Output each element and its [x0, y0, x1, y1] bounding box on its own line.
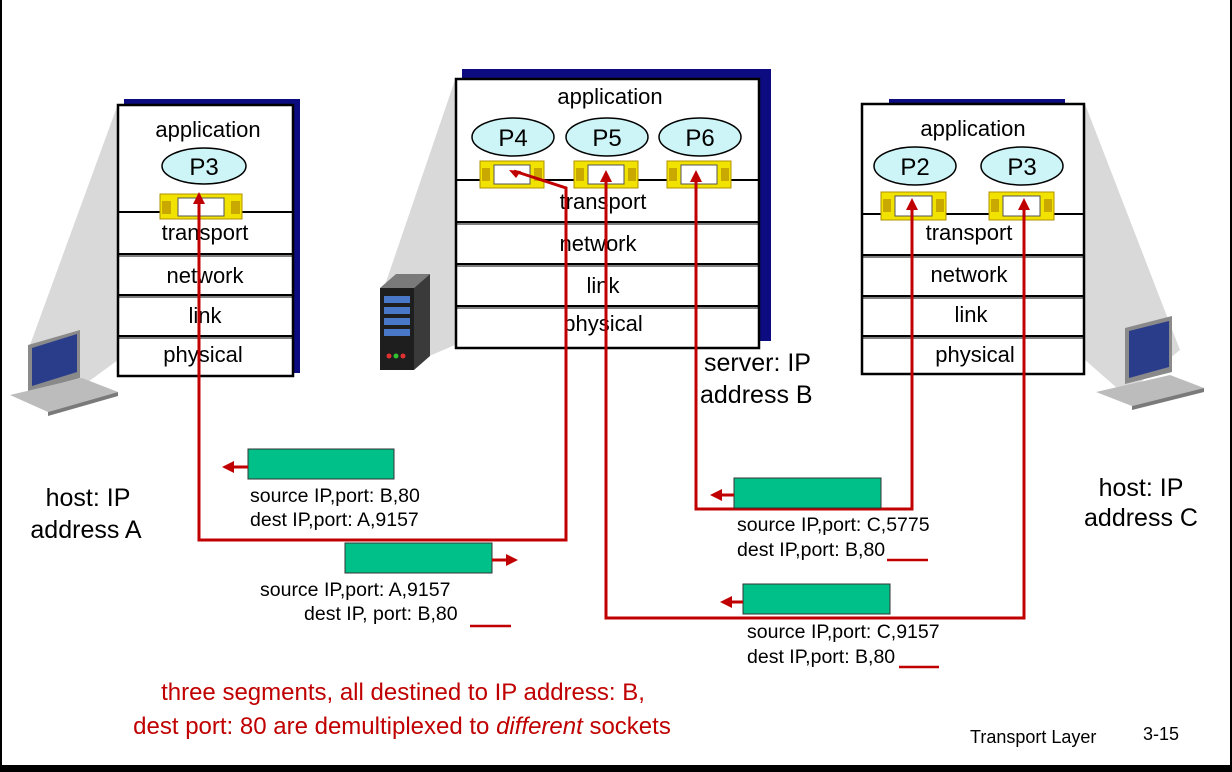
host-a-label-line2: address A: [30, 516, 142, 544]
server-process-p6: [658, 117, 742, 157]
path-c-server-p6: [694, 176, 914, 511]
host-c-process-p3: [980, 146, 1064, 186]
segment-2-packet: [344, 542, 493, 574]
segment-1-dest: dest IP,port: A,9157: [250, 509, 419, 531]
server-label-line1: server: IP: [704, 349, 811, 377]
host-a-process-p3: [161, 147, 247, 185]
segment-3-packet: [733, 477, 882, 509]
host-a: application P3 transport network link ph…: [10, 99, 300, 416]
footer-title: Transport Layer: [970, 727, 1096, 747]
host-c-label-line2: address C: [1084, 504, 1198, 532]
footer-page-number: 3-15: [1143, 724, 1179, 744]
segment-4: source IP,port: C,9157 dest IP,port: B,8…: [720, 583, 940, 669]
server-transport-label: transport: [560, 189, 647, 214]
host-c-application-label: application: [920, 116, 1025, 141]
segment-1-source: source IP,port: B,80: [250, 485, 420, 507]
server-process-p4-label: P4: [498, 125, 527, 152]
host-c-transport-label: transport: [926, 220, 1013, 245]
path-arrowheads: [193, 170, 1030, 210]
laptop-icon: [10, 330, 118, 416]
host-c-process-p2-label: P2: [900, 154, 929, 181]
host-a-process-label: P3: [189, 154, 218, 181]
path-c-server-p5: [604, 176, 1026, 620]
caption-line2-emphasis: different: [496, 713, 584, 740]
server-process-p5: [565, 117, 649, 157]
segment-2: source IP,port: A,9157 dest IP, port: B,…: [260, 542, 518, 628]
host-a-network-label: network: [166, 263, 244, 288]
host-a-label-line1: host: IP: [46, 484, 131, 512]
host-a-application-label: application: [155, 117, 260, 142]
segment-4-arrow: [720, 596, 732, 608]
segment-4-packet: [742, 583, 891, 615]
caption-line2-pre: dest port: 80 are demultiplexed to: [133, 713, 496, 740]
host-c-network-label: network: [930, 262, 1008, 287]
path-a-server-p4: [197, 169, 568, 542]
server-tower-icon: [380, 274, 430, 370]
segment-3-source: source IP,port: C,5775: [737, 514, 930, 536]
host-a-projection: [30, 104, 118, 395]
caption-line1: three segments, all destined to IP addre…: [161, 679, 645, 706]
server-physical-label: physical: [563, 311, 642, 336]
caption-line2: dest port: 80 are demultiplexed to diffe…: [133, 713, 671, 740]
segment-2-arrow: [506, 554, 518, 566]
server-socket-p4: [479, 160, 545, 189]
segment-1-arrow: [222, 461, 234, 473]
segment-3-arrow: [710, 489, 722, 501]
server-process-p6-label: P6: [685, 125, 714, 152]
caption-line2-post: sockets: [583, 713, 671, 740]
host-c-link-label: link: [954, 302, 988, 327]
host-c-process-p2: [873, 146, 957, 186]
segment-3: source IP,port: C,5775 dest IP,port: B,8…: [710, 477, 930, 562]
server-process-p4: [471, 117, 555, 157]
host-a-link-label: link: [188, 303, 222, 328]
host-c: application P2 P3 transport network link…: [860, 99, 1204, 410]
host-c-process-p3-label: P3: [1007, 154, 1036, 181]
segment-4-source: source IP,port: C,9157: [747, 621, 940, 643]
segment-1-packet: [247, 448, 395, 480]
server-link-label: link: [586, 273, 620, 298]
host-c-physical-label: physical: [935, 342, 1014, 367]
server-process-p5-label: P5: [592, 125, 621, 152]
host-a-transport-label: transport: [162, 220, 249, 245]
slide-bottom-bar: [0, 765, 1232, 772]
host-c-label-line1: host: IP: [1099, 474, 1184, 502]
server: application P4 P5 P6 transport network l…: [380, 69, 813, 409]
server-socket-p6: [666, 160, 732, 189]
segment-2-dest: dest IP, port: B,80: [304, 603, 458, 625]
segment-2-source: source IP,port: A,9157: [260, 579, 450, 601]
server-network-label: network: [559, 231, 637, 256]
server-application-label: application: [557, 84, 662, 109]
segment-3-dest: dest IP,port: B,80: [737, 539, 885, 561]
segment-4-dest: dest IP,port: B,80: [747, 646, 895, 668]
desktop-computer-icon: [1096, 316, 1204, 410]
demux-paths: [197, 169, 1026, 620]
server-label-line2: address B: [700, 381, 813, 409]
host-a-physical-label: physical: [163, 342, 242, 367]
segment-1: source IP,port: B,80 dest IP,port: A,915…: [222, 448, 420, 531]
